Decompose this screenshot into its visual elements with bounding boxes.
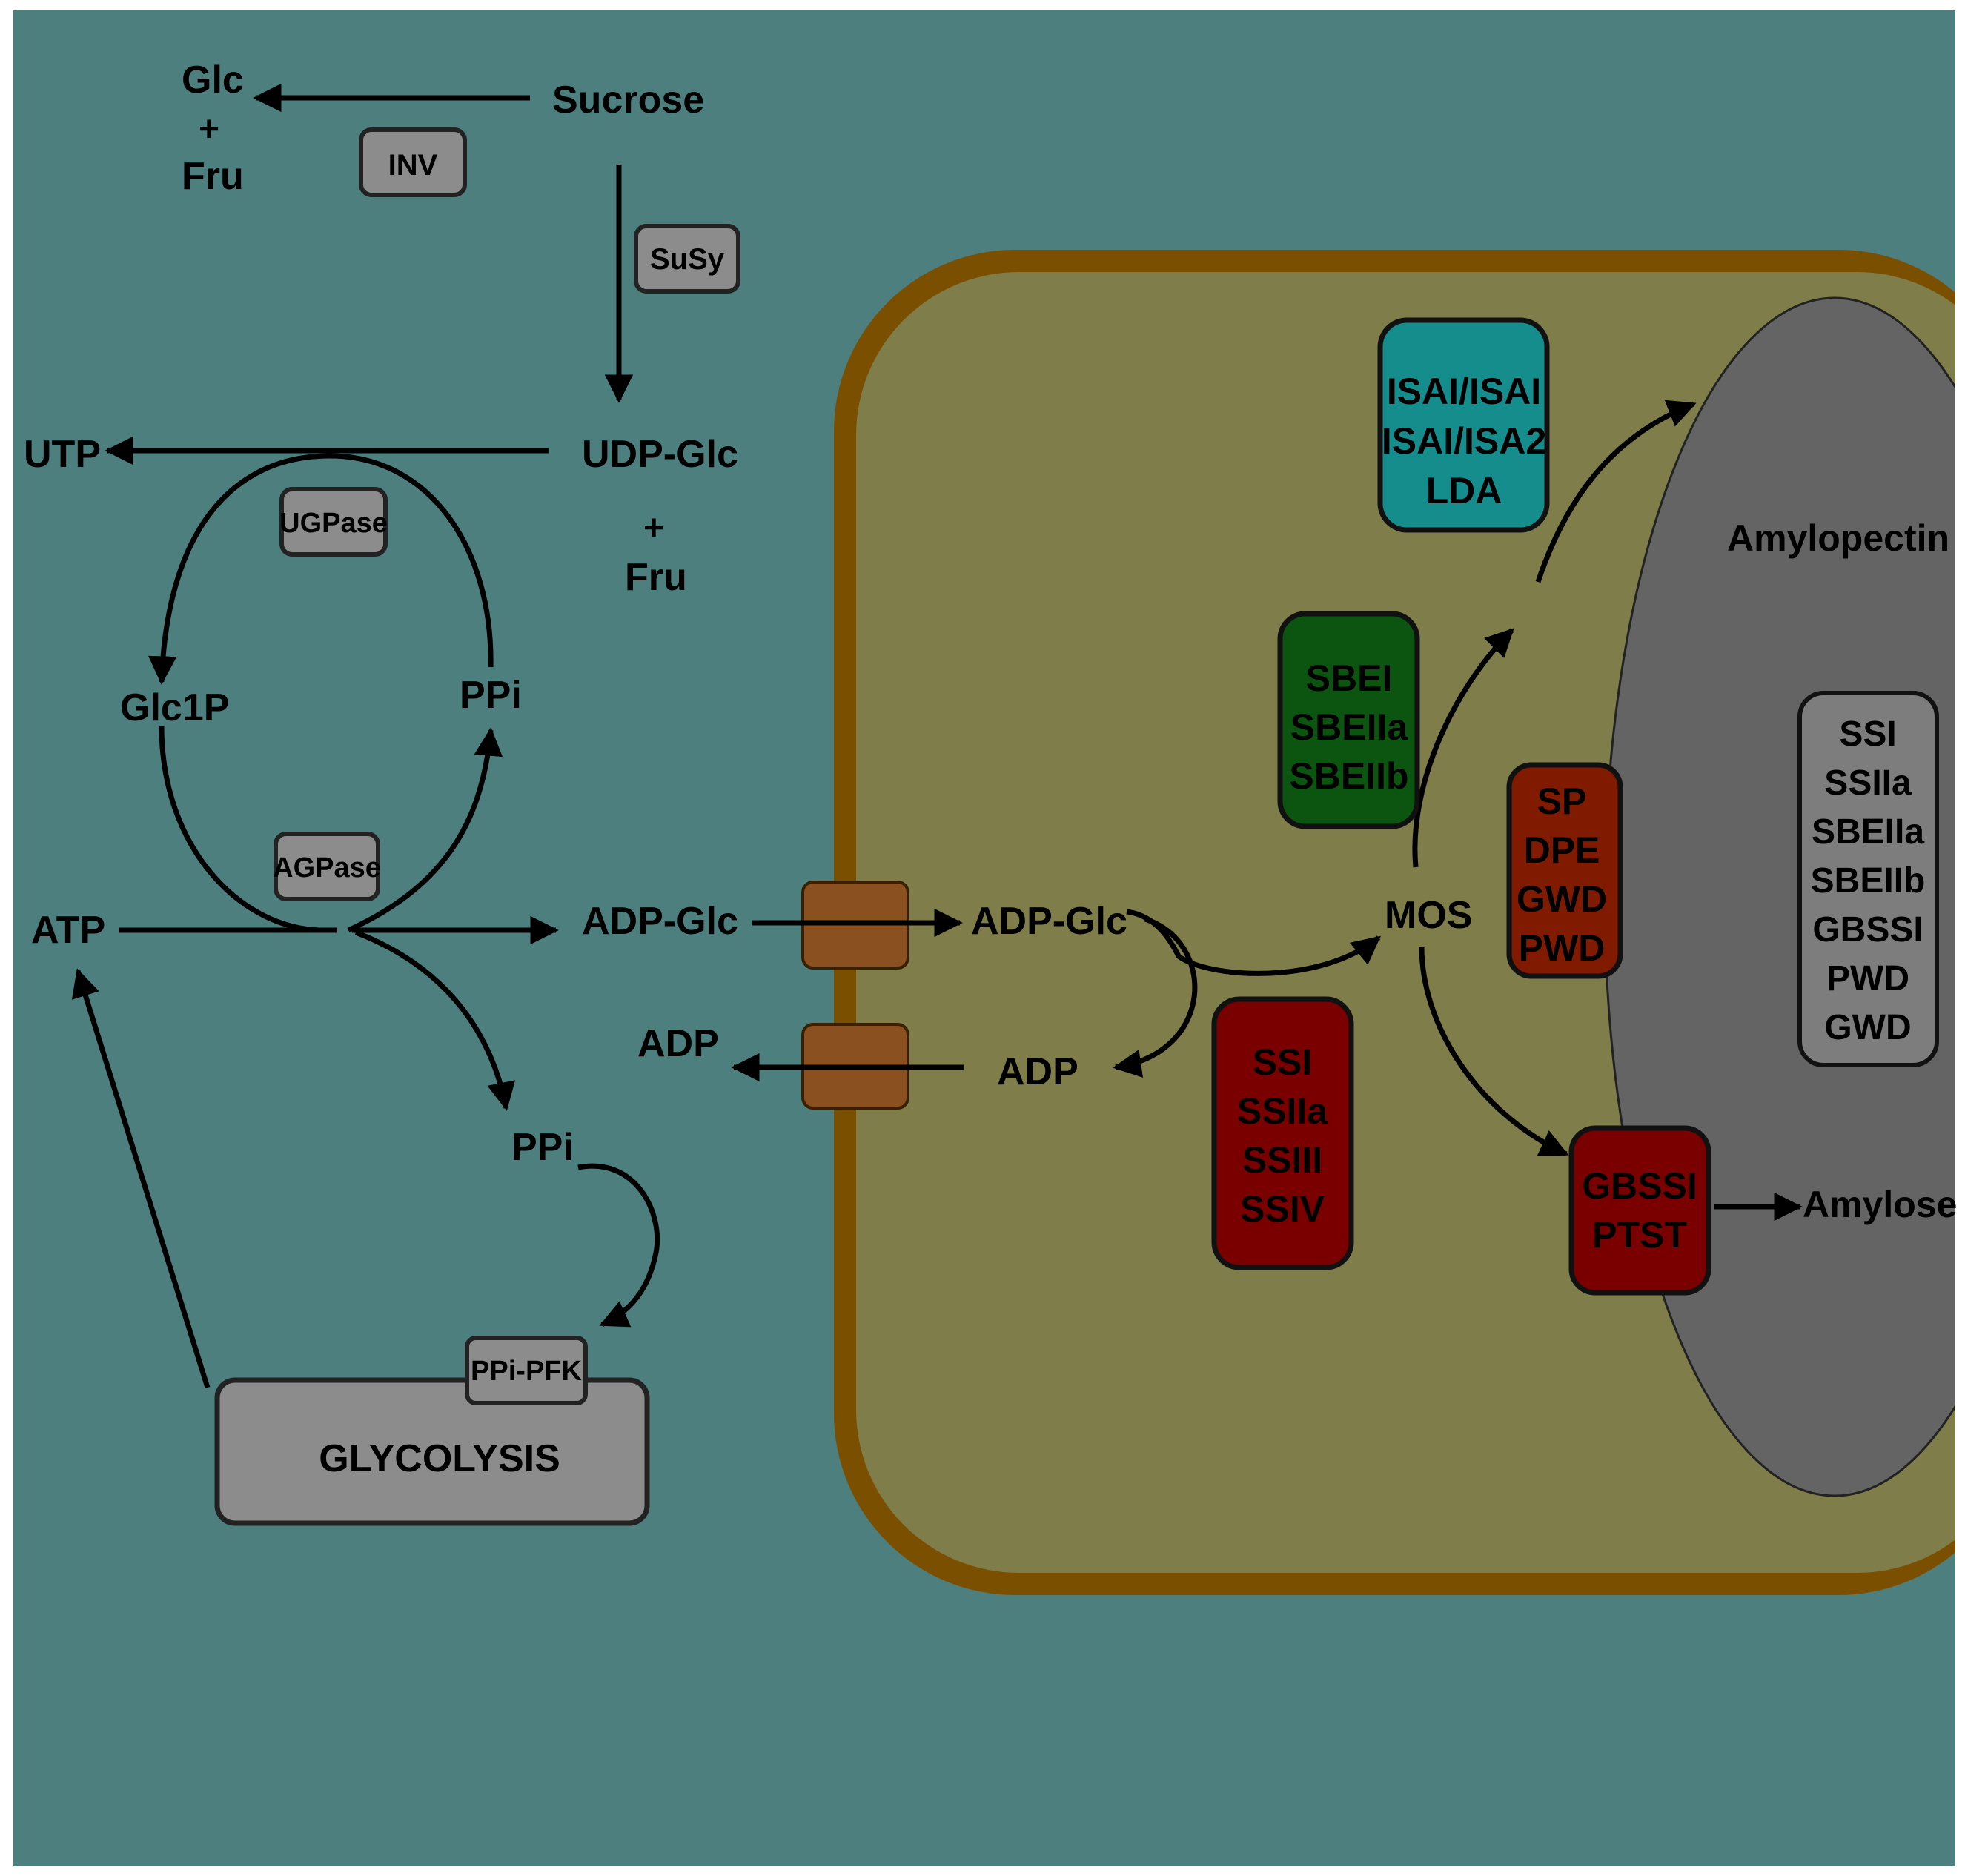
- isa-box: ISAI/ISAI ISAI/ISA2 LDA: [1377, 317, 1550, 533]
- arc-ugpase-to-ppi: [329, 453, 494, 668]
- granule-line-1: SSI: [1839, 715, 1896, 754]
- arrow-adpglc-to-adp: [1113, 916, 1198, 1078]
- isa-line-1: ISAI/ISAI: [1387, 371, 1541, 412]
- ss-box: SSI SSIIa SSIII SSIV: [1211, 996, 1354, 1270]
- arrow-glycolysis-to-atp: [71, 968, 211, 1389]
- sbe-line-1: SBEI: [1306, 657, 1393, 699]
- granule-line-2: SSIIa: [1824, 763, 1912, 803]
- granule-enzyme-box: SSI SSIIa SBEIIa SBEIIb GBSSI PWD GWD: [1797, 691, 1939, 1067]
- sp-line-3: GWD: [1517, 878, 1607, 920]
- label-plus-2: +: [643, 508, 664, 548]
- sbe-box: SBEI SBEIIa SBEIIb: [1277, 611, 1420, 829]
- sbe-line-2: SBEIIa: [1290, 706, 1409, 748]
- page-edge-white: [1955, 0, 1965, 1876]
- label-utp: UTP: [24, 433, 101, 476]
- arrow-to-amylopectin: [1535, 400, 1697, 583]
- label-ppi-bottom: PPi: [511, 1126, 574, 1169]
- gbss-line-2: PTST: [1592, 1214, 1687, 1256]
- ugpase-label: UGPase: [279, 508, 388, 539]
- label-sucrose: Sucrose: [552, 79, 704, 122]
- label-amylose: Amylose: [1803, 1184, 1957, 1225]
- arc-glc1p-to-agpase: [159, 726, 319, 933]
- label-glc1p: Glc1P: [120, 686, 229, 729]
- label-atp: ATP: [31, 909, 105, 952]
- label-adp-glc-cytosol: ADP-Glc: [582, 900, 738, 943]
- granule-line-5: GBSSI: [1812, 910, 1923, 949]
- arrow-agpase-to-ppi: [347, 727, 503, 933]
- isa-line-2: ISAI/ISA2: [1382, 420, 1546, 462]
- sp-line-2: DPE: [1524, 829, 1600, 871]
- label-adp-glc-plastid: ADP-Glc: [971, 900, 1127, 943]
- label-ppi-top: PPi: [460, 674, 522, 717]
- label-plus-1: +: [199, 110, 219, 149]
- arrow-mos-to-sbe-path: [1412, 628, 1514, 868]
- arrow-mos-to-gbss: [1419, 947, 1569, 1157]
- sp-box: SP DPE GWD PWD: [1506, 762, 1623, 979]
- label-fru-1: Fru: [182, 155, 244, 198]
- label-udp-glc: UDP-Glc: [582, 433, 738, 476]
- label-fru-2: Fru: [625, 556, 687, 599]
- susy-label: SuSy: [650, 243, 725, 276]
- sp-line-1: SP: [1537, 780, 1587, 822]
- sbe-line-3: SBEIIb: [1289, 755, 1408, 797]
- agpase-label: AGPase: [273, 852, 381, 884]
- ss-line-3: SSIII: [1242, 1139, 1322, 1181]
- susy-box: SuSy: [634, 224, 740, 294]
- inv-label: INV: [388, 149, 438, 182]
- ppi-pfk-label: PPi-PFK: [471, 1356, 582, 1387]
- ss-line-2: SSIIa: [1237, 1090, 1328, 1132]
- agpase-box: AGPase: [273, 832, 381, 901]
- ss-line-1: SSI: [1253, 1041, 1313, 1083]
- label-mos: MOS: [1385, 894, 1472, 937]
- label-adp-cytosol: ADP: [637, 1022, 719, 1065]
- ss-line-4: SSIV: [1240, 1188, 1325, 1230]
- glycolysis-label: GLYCOLYSIS: [319, 1437, 560, 1480]
- arrow-ppi-to-pfk: [577, 1163, 660, 1328]
- inv-box: INV: [359, 127, 467, 197]
- label-adp-plastid: ADP: [997, 1050, 1078, 1093]
- granule-line-6: PWD: [1826, 959, 1909, 998]
- granule-line-7: GWD: [1824, 1008, 1911, 1047]
- gbss-box: GBSSI PTST: [1568, 1125, 1711, 1296]
- label-glc: Glc: [182, 59, 244, 102]
- ugpase-box: UGPase: [279, 487, 388, 557]
- arrow-ugpase-to-glc1p: [148, 453, 331, 685]
- gbss-line-1: GBSSI: [1582, 1165, 1697, 1207]
- ppi-pfk-box: PPi-PFK: [465, 1336, 588, 1405]
- label-amylopectin: Amylopectin: [1727, 517, 1949, 559]
- sp-line-4: PWD: [1519, 927, 1606, 969]
- arrow-agpase-to-ppi-bottom: [354, 929, 516, 1111]
- granule-line-4: SBEIIb: [1811, 861, 1926, 901]
- isa-line-3: LDA: [1426, 470, 1502, 511]
- glycolysis-box: GLYCOLYSIS: [214, 1377, 650, 1526]
- granule-line-3: SBEIIa: [1812, 812, 1924, 852]
